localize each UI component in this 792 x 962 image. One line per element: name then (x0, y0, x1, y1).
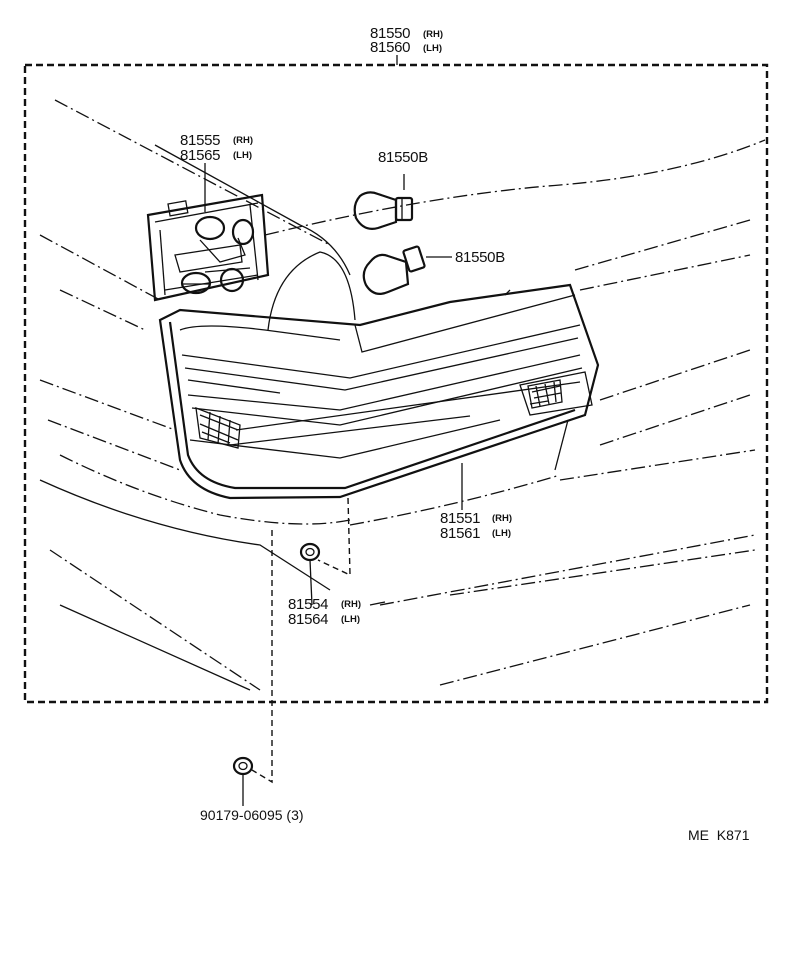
lens-callout-lh-num: 81561 (440, 525, 480, 542)
leader-lines (204, 55, 463, 606)
bulb-socket (146, 193, 270, 302)
gasket (299, 497, 351, 606)
gasket-callout-rh-side: (RH) (341, 599, 361, 610)
socket-callout-lh-side: (LH) (233, 150, 252, 161)
nut (232, 530, 273, 806)
assembly-callout-lh-num: 81560 (370, 39, 410, 56)
lens-callout-lh-side: (LH) (492, 528, 511, 539)
lens-callout-rh-num: 81551 (440, 510, 480, 527)
figure-reference: ME K871 (688, 827, 750, 843)
assembly-callout-rh-num: 81550 (370, 25, 410, 42)
assembly-callout-lh-side: (LH) (423, 43, 442, 54)
vehicle-body-lines (39, 99, 766, 691)
lens-callout-rh-side: (RH) (492, 513, 512, 524)
bulb-upper-callout: 81550B (378, 149, 428, 166)
bulb-lower-callout: 81550B (455, 249, 505, 266)
nut-callout: 90179-06095 (3) (200, 807, 304, 823)
socket-callout-rh-side: (RH) (233, 135, 253, 146)
lamp-lens (158, 251, 600, 500)
gasket-callout-lh-num: 81564 (288, 611, 328, 628)
socket-callout-rh-num: 81555 (180, 132, 220, 149)
bulb-upper (353, 174, 414, 230)
gasket-callout-lh-side: (LH) (341, 614, 360, 625)
gasket-callout-rh-num: 81554 (288, 596, 328, 613)
socket-callout-lh-num: 81565 (180, 147, 220, 164)
reflector-hatching (195, 379, 563, 449)
bulb-lower (362, 245, 452, 295)
assembly-callout-rh-side: (RH) (423, 29, 443, 40)
assembly-boundary-box (23, 63, 769, 704)
